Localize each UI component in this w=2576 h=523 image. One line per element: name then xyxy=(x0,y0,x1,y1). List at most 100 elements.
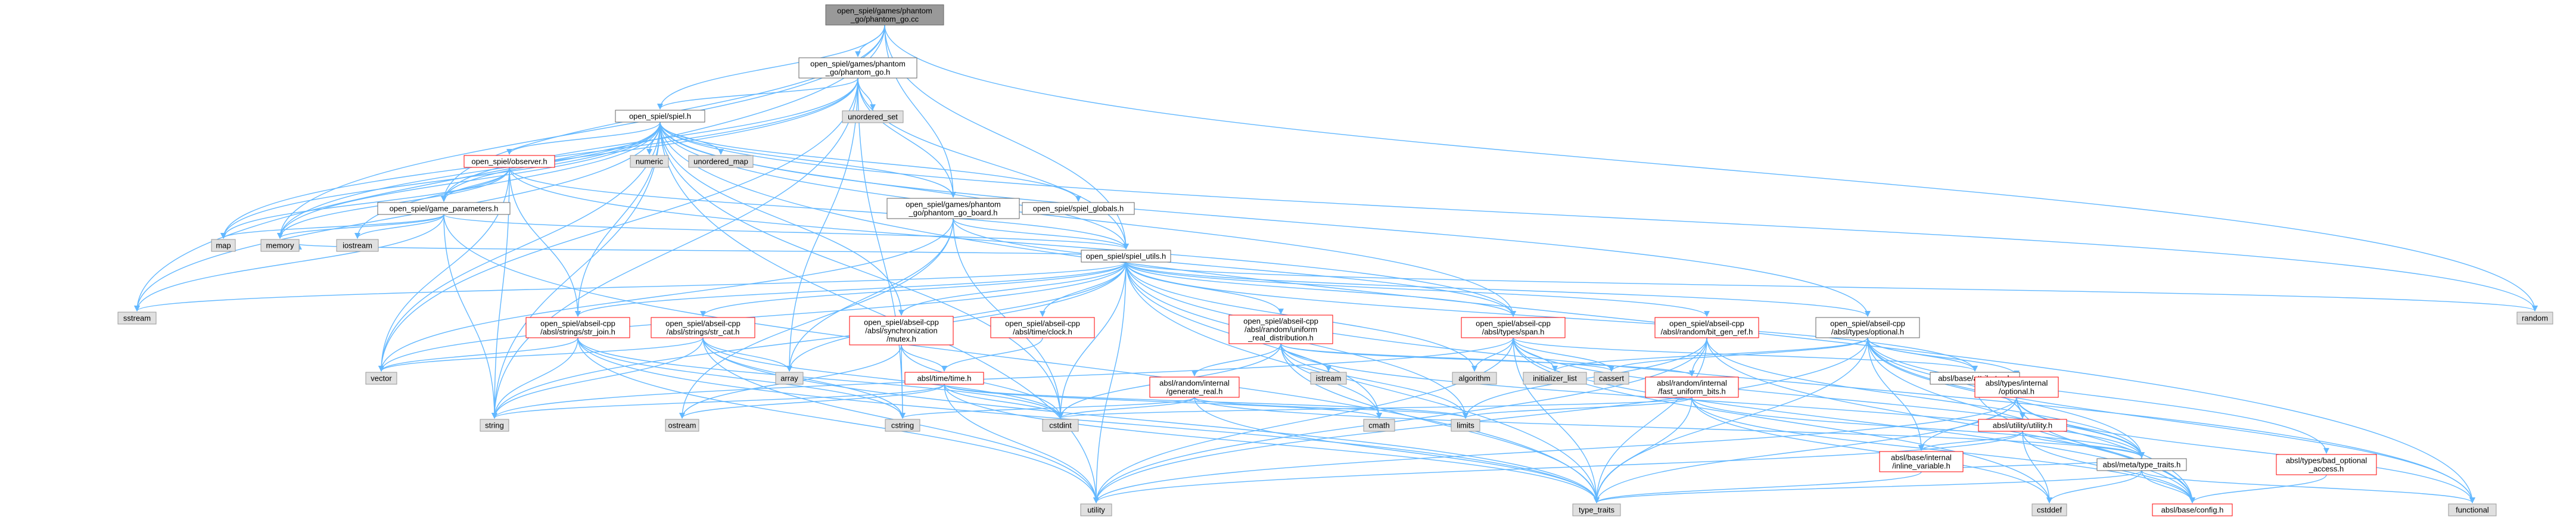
node-label: open_spiel/abseil-cpp xyxy=(665,319,741,328)
node-observer-h[interactable]: open_spiel/observer.h xyxy=(463,155,555,168)
node-label: unordered_set xyxy=(848,113,898,122)
dependency-edge xyxy=(2022,431,2052,503)
node-string: string xyxy=(480,419,509,432)
node-internal-opt-h[interactable]: absl/types/internal/optional.h xyxy=(1974,376,2059,398)
dependency-edge xyxy=(659,122,1099,503)
node-box xyxy=(1879,451,1964,472)
node-box xyxy=(886,198,1020,219)
dependency-edge xyxy=(491,262,1127,419)
node-label: /absl/random/uniform xyxy=(1245,325,1317,334)
node-algorithm: algorithm xyxy=(1452,372,1497,385)
node-random: random xyxy=(2516,312,2553,325)
node-globals-h[interactable]: open_spiel/spiel_globals.h xyxy=(1022,202,1135,215)
node-inline-var-h[interactable]: absl/base/internal/inline_variable.h xyxy=(1879,451,1964,472)
node-label: numeric xyxy=(636,157,664,166)
dependency-edge xyxy=(1918,431,2023,451)
node-clock-h[interactable]: open_spiel/abseil-cpp/absl/time/clock.h xyxy=(990,317,1095,338)
node-fast-uniform-h[interactable]: absl/random/internal/fast_uniform_bits.h xyxy=(1645,376,1739,398)
dependency-edge xyxy=(443,214,1600,503)
dependency-edge xyxy=(944,384,1382,419)
dependency-edge xyxy=(220,214,444,239)
node-label: algorithm xyxy=(1458,374,1490,383)
node-box xyxy=(365,372,397,385)
dependency-edge xyxy=(857,77,956,198)
node-bad-opt-h[interactable]: absl/types/bad_optional_access.h xyxy=(2276,454,2377,475)
node-box xyxy=(615,110,705,123)
node-gen-real-h[interactable]: absl/random/internal/generate_real.h xyxy=(1149,376,1240,398)
dependency-edge xyxy=(884,24,2538,312)
node-str-join-h[interactable]: open_spiel/abseil-cpp/absl/strings/str_j… xyxy=(525,317,630,338)
dependency-edge xyxy=(378,218,954,372)
dependency-edge xyxy=(1594,470,2142,503)
dependency-edge xyxy=(491,77,858,419)
dependency-edge xyxy=(506,122,661,155)
dependency-edge xyxy=(1691,397,2052,503)
dependency-edge xyxy=(1594,337,1868,503)
node-uniform-h[interactable]: open_spiel/abseil-cpp/absl/random/unifor… xyxy=(1228,315,1333,344)
node-game-params-h[interactable]: open_spiel/game_parameters.h xyxy=(377,202,511,215)
node-utility-h[interactable]: absl/utility/utility.h xyxy=(1978,419,2067,432)
node-label: /optional.h xyxy=(1999,387,2034,396)
node-board-h[interactable]: open_spiel/games/phantom_go/phantom_go_b… xyxy=(886,198,1020,219)
dependency-edge xyxy=(702,337,1063,419)
node-type-traits-h[interactable]: absl/meta/type_traits.h xyxy=(2096,458,2187,471)
node-label: open_spiel/observer.h xyxy=(471,157,547,166)
dependency-edge xyxy=(491,337,578,419)
node-span-h[interactable]: open_spiel/abseil-cpp/absl/types/span.h xyxy=(1461,317,1566,338)
dependency-edge xyxy=(277,122,661,239)
dependency-edge xyxy=(679,384,945,419)
node-time-h[interactable]: absl/time/time.h xyxy=(904,372,984,385)
dependency-edge xyxy=(509,167,1129,250)
dependency-edge xyxy=(134,214,444,312)
node-label: type_traits xyxy=(1579,506,1614,515)
node-spiel-h[interactable]: open_spiel/spiel.h xyxy=(615,110,705,123)
dependency-edge xyxy=(659,122,1063,419)
node-config-h[interactable]: absl/base/config.h xyxy=(2152,503,2233,516)
node-root[interactable]: open_spiel/games/phantom_go/phantom_go.c… xyxy=(825,4,944,26)
dependency-edge xyxy=(1093,431,2023,503)
dependency-edge xyxy=(491,384,945,419)
dependency-edge xyxy=(1513,337,1614,372)
dependency-edge xyxy=(2016,397,2145,458)
node-label: open_spiel/games/phantom xyxy=(837,7,932,15)
dependency-edge xyxy=(220,167,510,239)
node-pg-h[interactable]: open_spiel/games/phantom_go/phantom_go.h xyxy=(798,57,917,79)
node-box xyxy=(630,155,669,168)
node-label: absl/base/internal xyxy=(1891,453,1952,462)
node-functional: functional xyxy=(2448,503,2497,516)
node-box xyxy=(1080,503,1112,516)
node-box xyxy=(775,372,804,385)
dependency-edge xyxy=(1594,337,1707,503)
node-label: utility xyxy=(1087,506,1105,515)
dependency-edge xyxy=(378,77,858,372)
dependency-edge xyxy=(1513,337,1558,372)
node-mutex-h[interactable]: open_spiel/abseil-cpp/absl/synchronizati… xyxy=(849,316,954,345)
node-bitgen-h[interactable]: open_spiel/abseil-cpp/absl/random/bit_ge… xyxy=(1654,317,1759,338)
dependency-edge xyxy=(702,337,792,372)
node-utils-h[interactable]: open_spiel/spiel_utils.h xyxy=(1081,250,1171,263)
node-optional-h[interactable]: open_spiel/abseil-cpp/absl/types/optiona… xyxy=(1815,317,1920,338)
dependency-edge xyxy=(134,122,661,312)
dependency-edge xyxy=(702,337,1600,503)
dependency-edge xyxy=(1280,343,2145,458)
node-box xyxy=(1654,317,1759,338)
dependency-edge xyxy=(1867,337,2475,503)
node-box xyxy=(1451,419,1480,432)
dependency-edge xyxy=(1552,337,1868,372)
node-unordered-set: unordered_set xyxy=(842,110,904,123)
node-label: map xyxy=(216,241,231,250)
node-box xyxy=(651,317,755,338)
node-label: cstddef xyxy=(2037,506,2062,515)
dependency-edge xyxy=(1093,337,1707,503)
node-label: /absl/types/optional.h xyxy=(1831,328,1904,337)
node-label: cassert xyxy=(1599,374,1624,383)
node-box xyxy=(1523,372,1587,385)
node-label: open_spiel/spiel_globals.h xyxy=(1033,204,1124,213)
node-label: istream xyxy=(1316,374,1342,383)
node-box xyxy=(1594,372,1629,385)
dependency-edge xyxy=(884,24,956,198)
dependency-edge xyxy=(1513,337,2195,503)
node-box xyxy=(117,312,157,325)
node-type-traits: type_traits xyxy=(1572,503,1621,516)
node-str-cat-h[interactable]: open_spiel/abseil-cpp/absl/strings/str_c… xyxy=(651,317,755,338)
